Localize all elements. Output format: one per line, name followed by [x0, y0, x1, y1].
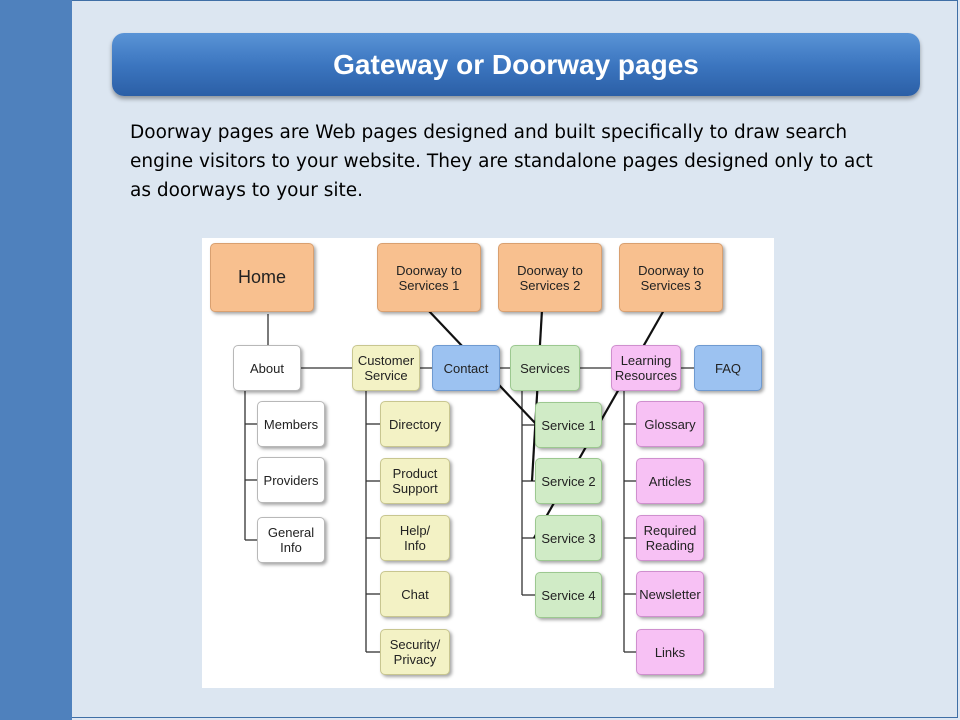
- newsletter-node: Newsletter: [636, 571, 704, 617]
- doorway-services-1-node: Doorway to Services 1: [377, 243, 481, 312]
- service-3-node: Service 3: [535, 515, 602, 561]
- glossary-node: Glossary: [636, 401, 704, 447]
- contact-node: Contact: [432, 345, 500, 391]
- security-privacy-node: Security/ Privacy: [380, 629, 450, 675]
- home-node: Home: [210, 243, 314, 312]
- product-support-node: Product Support: [380, 458, 450, 504]
- service-1-node: Service 1: [535, 402, 602, 448]
- slide-body-text: Doorway pages are Web pages designed and…: [130, 122, 873, 201]
- faq-node: FAQ: [694, 345, 762, 391]
- doorway-services-3-node: Doorway to Services 3: [619, 243, 723, 312]
- doorway-services-2-node: Doorway to Services 2: [498, 243, 602, 312]
- members-node: Members: [257, 401, 325, 447]
- left-accent-bar: [0, 0, 72, 720]
- chat-node: Chat: [380, 571, 450, 617]
- site-map-diagram: Home Doorway to Services 1 Doorway to Se…: [202, 238, 774, 688]
- providers-node: Providers: [257, 457, 325, 503]
- customer-service-node: Customer Service: [352, 345, 420, 391]
- articles-node: Articles: [636, 458, 704, 504]
- directory-node: Directory: [380, 401, 450, 447]
- about-node: About: [233, 345, 301, 391]
- slide-title: Gateway or Doorway pages: [333, 48, 699, 80]
- slide-title-bar: Gateway or Doorway pages: [112, 33, 920, 96]
- links-node: Links: [636, 629, 704, 675]
- help-info-node: Help/ Info: [380, 515, 450, 561]
- general-info-node: General Info: [257, 517, 325, 563]
- learning-resources-node: Learning Resources: [611, 345, 681, 391]
- required-reading-node: Required Reading: [636, 515, 704, 561]
- services-node: Services: [510, 345, 580, 391]
- service-2-node: Service 2: [535, 458, 602, 504]
- service-4-node: Service 4: [535, 572, 602, 618]
